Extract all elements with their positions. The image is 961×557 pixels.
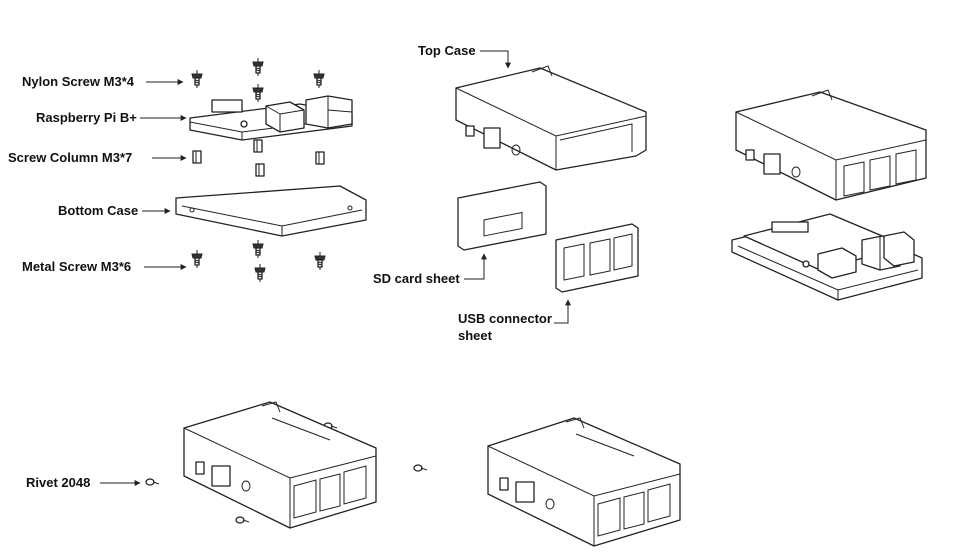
label-nylon-screw: Nylon Screw M3*4 xyxy=(22,74,135,89)
metal-screw-2 xyxy=(252,239,264,259)
rivet-middle xyxy=(413,464,428,472)
label-screw-column: Screw Column M3*7 xyxy=(8,150,132,165)
label-raspberry-pi: Raspberry Pi B+ xyxy=(36,110,137,125)
final-case-2 xyxy=(487,417,681,547)
label-sd-card-sheet: SD card sheet xyxy=(373,271,460,286)
nylon-screw-1 xyxy=(191,69,203,89)
screw-column-4 xyxy=(255,163,265,177)
leader-sd-card-sheet xyxy=(464,253,487,280)
nylon-screw-2 xyxy=(252,57,264,77)
label-usb-sheet-line1: USB connector xyxy=(458,311,552,326)
label-rivet: Rivet 2048 xyxy=(26,475,90,490)
metal-screw-1 xyxy=(191,249,203,269)
label-bottom-case: Bottom Case xyxy=(58,203,138,218)
final-case-1 xyxy=(183,401,377,529)
rivet-left xyxy=(145,478,160,486)
raspberry-pi-board xyxy=(189,95,353,141)
metal-screw-3 xyxy=(314,251,326,271)
label-metal-screw: Metal Screw M3*6 xyxy=(22,259,131,274)
nylon-screw-4 xyxy=(252,83,264,103)
screw-column-2 xyxy=(253,139,263,153)
sd-card-sheet-part xyxy=(457,181,547,251)
screw-column-1 xyxy=(192,150,202,164)
nylon-screw-3 xyxy=(313,69,325,89)
label-usb-sheet-line2: sheet xyxy=(458,328,493,343)
usb-connector-sheet-part xyxy=(555,223,639,293)
rivet-bottom xyxy=(235,516,250,524)
assembled-top-case xyxy=(735,89,927,201)
top-case-part xyxy=(455,65,647,171)
assembled-board-in-bottom-case xyxy=(731,213,923,301)
bottom-case xyxy=(175,185,367,237)
leader-top-case xyxy=(480,50,511,69)
screw-column-3 xyxy=(315,151,325,165)
metal-screw-4 xyxy=(254,263,266,283)
label-top-case: Top Case xyxy=(418,43,476,58)
leader-usb-sheet xyxy=(554,299,571,324)
